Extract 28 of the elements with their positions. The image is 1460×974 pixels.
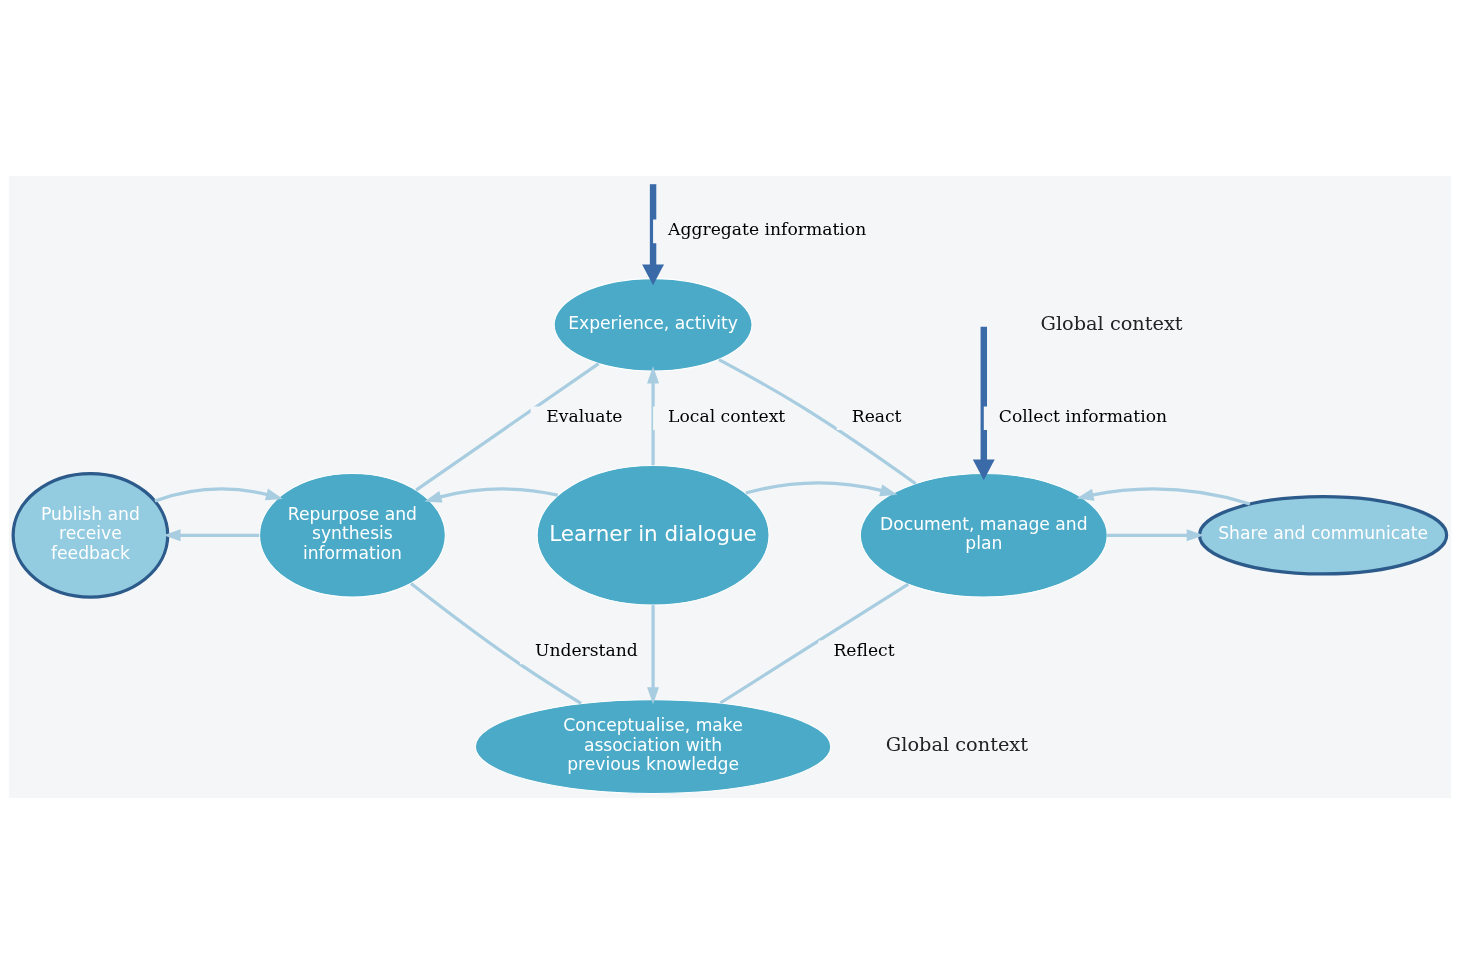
edge-label: Understand: [534, 640, 638, 661]
connector: [719, 582, 910, 705]
edge-label: Aggregate information: [668, 219, 867, 240]
node-ellipse: Document, manage and plan: [859, 473, 1108, 598]
connector: [415, 362, 600, 492]
edge-label: Collect information: [998, 406, 1168, 427]
connector: [718, 358, 917, 486]
edge-label: Local context: [668, 406, 786, 427]
arrow: [1107, 529, 1204, 542]
arrow: [163, 529, 260, 542]
edge-label: React: [851, 406, 902, 427]
arrow: [647, 605, 660, 705]
node-ellipse: Publish and receive feedback: [11, 471, 170, 599]
edge-label: Evaluate: [546, 406, 623, 427]
node-ellipse: Learner in dialogue: [536, 464, 770, 606]
edge-label: Reflect: [833, 640, 895, 661]
node-ellipse: Experience, activity: [553, 278, 753, 372]
arrow: [647, 366, 660, 466]
label: Global context: [1040, 311, 1183, 335]
label: Global context: [885, 733, 1029, 757]
arrow: [424, 487, 559, 503]
node-ellipse: Share and communicate: [1197, 495, 1449, 576]
arrow: [1076, 487, 1251, 506]
arrow: [154, 487, 284, 503]
arrow: [745, 481, 898, 497]
node-ellipse: Conceptualise, make association with previous knowledge: [474, 699, 832, 795]
connector: [410, 582, 582, 705]
arrow: [972, 326, 995, 481]
